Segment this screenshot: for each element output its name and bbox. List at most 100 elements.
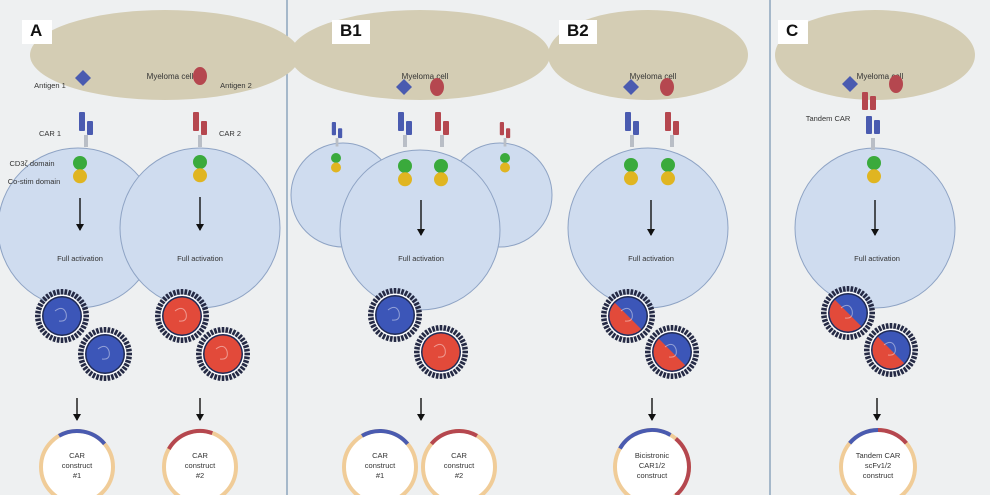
cd3-domain-a1 bbox=[73, 156, 87, 170]
plasmid-label-line-3: #1 bbox=[376, 471, 384, 480]
gene-insert-1 bbox=[848, 428, 879, 445]
plasmid-label-line-2: construct bbox=[444, 461, 475, 470]
costim-domain-b1-c1 bbox=[398, 172, 412, 187]
gene-insert-2 bbox=[674, 437, 691, 495]
plasmid-label-line-1: Bicistronic bbox=[635, 451, 669, 460]
arrow-head-c bbox=[871, 229, 879, 236]
plasmid-label-line-2: scFv1/2 bbox=[865, 461, 891, 470]
cd3-domain-a2 bbox=[193, 155, 207, 169]
antigen-1-b2 bbox=[623, 79, 639, 95]
arrow-head-b2-construct bbox=[648, 414, 656, 421]
myeloma-cell-b1: Myeloma cell bbox=[290, 10, 550, 100]
arrow-head-a2 bbox=[196, 224, 204, 231]
arrow-head-b2 bbox=[647, 229, 655, 236]
car-receptor-b2-2 bbox=[665, 112, 679, 147]
costim-domain-a1 bbox=[73, 169, 87, 184]
myeloma-cell-body bbox=[290, 10, 550, 100]
cd3-domain-b1-c1 bbox=[398, 159, 412, 173]
gene-insert-2 bbox=[877, 428, 908, 445]
rna-strand bbox=[387, 306, 400, 321]
myeloma-cell-label: Myeloma cell bbox=[402, 72, 449, 81]
panel-letter-b1: B1 bbox=[340, 21, 362, 40]
antigen-2-a bbox=[193, 67, 207, 85]
car-2-label: CAR 2 bbox=[219, 129, 241, 138]
car-receptor-b1-right bbox=[499, 122, 511, 147]
car-receptor-b2-1 bbox=[625, 112, 639, 147]
plasmid-label-line-2: construct bbox=[185, 461, 216, 470]
gene-insert-1 bbox=[618, 428, 672, 450]
viral-vector-c-2 bbox=[864, 323, 918, 377]
cd3-domain-b2-1 bbox=[624, 158, 638, 172]
costim-domain-b2-1 bbox=[624, 171, 638, 186]
antigen-1-c bbox=[842, 76, 858, 92]
plasmid-label-line-3: #2 bbox=[455, 471, 463, 480]
car-receptor-a1 bbox=[79, 112, 93, 147]
panel-letter-c: C bbox=[786, 21, 798, 40]
viral-vector-a3 bbox=[155, 289, 209, 343]
panel-letter-bg-c bbox=[778, 20, 808, 44]
arrow-head-a-construct-1 bbox=[73, 414, 81, 421]
myeloma-cell-body bbox=[30, 10, 300, 100]
arrow-head-c-construct bbox=[873, 414, 881, 421]
costim-domain-b1-l bbox=[331, 162, 341, 173]
rna-strand bbox=[883, 341, 896, 356]
cd3-domain-label: CD3ζ domain bbox=[10, 159, 55, 168]
panel-letter-bg-b2 bbox=[559, 20, 597, 44]
plasmid-label-line-1: CAR bbox=[69, 451, 85, 460]
activation-label-b2: Full activation bbox=[628, 254, 674, 263]
t-cell-b2 bbox=[567, 147, 729, 309]
costim-domain-c bbox=[867, 169, 881, 184]
rna-strand bbox=[97, 345, 110, 360]
cd3-domain-b1-r bbox=[500, 153, 510, 163]
rna-strand bbox=[620, 307, 633, 322]
plasmid-label-line-2: construct bbox=[365, 461, 396, 470]
cd3-domain-c bbox=[867, 156, 881, 170]
arrow-head-b1-construct bbox=[417, 414, 425, 421]
antigen-2-b1 bbox=[430, 78, 444, 96]
arrow-head-a-construct-2 bbox=[196, 414, 204, 421]
gene-insert-1 bbox=[429, 429, 478, 446]
costim-domain-b1-r bbox=[500, 162, 510, 173]
rna-strand bbox=[54, 307, 67, 322]
car-receptor-b1-center-1 bbox=[398, 112, 412, 147]
viral-vector-a1 bbox=[35, 289, 89, 343]
antigen-1-a bbox=[75, 70, 91, 86]
panel-letter-bg-a bbox=[22, 20, 52, 44]
car-1-label: CAR 1 bbox=[39, 129, 61, 138]
antigen-1-label: Antigen 1 bbox=[34, 81, 66, 90]
gene-insert-1 bbox=[361, 429, 410, 446]
costim-domain-a2 bbox=[193, 168, 207, 183]
myeloma-cell-body bbox=[775, 10, 975, 100]
rna-strand bbox=[174, 307, 187, 322]
costim-domain-label: Co-stim domain bbox=[8, 177, 61, 186]
activation-label-a1: Full activation bbox=[57, 254, 103, 263]
activation-label-b1: Full activation bbox=[398, 254, 444, 263]
panel-letter-a: A bbox=[30, 21, 42, 40]
viral-vector-b2-2 bbox=[645, 325, 699, 379]
gene-insert-1 bbox=[167, 429, 213, 451]
viral-vector-a2 bbox=[78, 327, 132, 381]
myeloma-cell-label: Myeloma cell bbox=[630, 72, 677, 81]
antigen-1-b1 bbox=[396, 79, 412, 95]
panel-letter-bg-b1 bbox=[332, 20, 370, 44]
activation-label-a2: Full activation bbox=[177, 254, 223, 263]
antigen-2-b2 bbox=[660, 78, 674, 96]
plasmid-label-line-3: #2 bbox=[196, 471, 204, 480]
panel-letter-b2: B2 bbox=[567, 21, 589, 40]
viral-vector-b2-1 bbox=[601, 289, 655, 343]
plasmid-label-line-1: CAR bbox=[372, 451, 388, 460]
myeloma-cell-body bbox=[548, 10, 748, 100]
myeloma-cell-b2: Myeloma cell bbox=[548, 10, 748, 100]
gene-insert-1 bbox=[58, 429, 107, 446]
car-receptor-b1-center-2 bbox=[435, 112, 449, 147]
antigen-2-c bbox=[889, 75, 903, 93]
activation-label-c: Full activation bbox=[854, 254, 900, 263]
myeloma-cell-a: Myeloma cell bbox=[30, 10, 300, 100]
viral-vector-b1-2 bbox=[414, 325, 468, 379]
